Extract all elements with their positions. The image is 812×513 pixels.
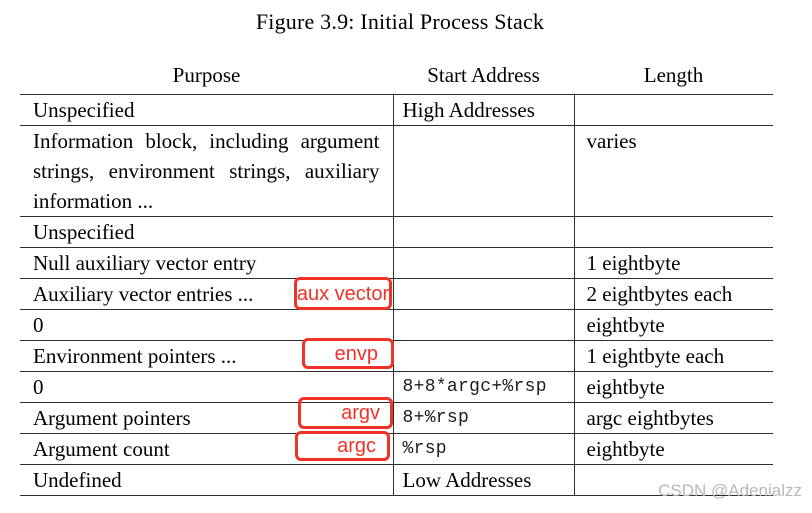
purpose-cell: 0	[20, 309, 394, 341]
length-cell: eightbyte	[574, 433, 773, 465]
start-address-cell: %rsp	[393, 433, 575, 465]
col-header-length: Length	[574, 52, 773, 95]
purpose-cell: Argument pointers	[20, 402, 394, 434]
process-stack-table: Purpose Start Address Length Unspecified…	[20, 52, 773, 496]
start-address-cell: 8+%rsp	[393, 402, 575, 434]
length-cell: argc eightbytes	[574, 402, 773, 434]
start-address-cell: 8+8*argc+%rsp	[393, 371, 575, 403]
annotation-box-aux-vector: aux vector	[294, 277, 392, 310]
annotation-label: argc	[337, 435, 376, 457]
table-row: Null auxiliary vector entry 1 eightbyte	[20, 247, 773, 279]
annotation-box-argc: argc	[295, 431, 390, 461]
purpose-cell: Null auxiliary vector entry	[20, 247, 394, 279]
start-address-cell	[393, 309, 575, 341]
length-cell: varies	[574, 125, 773, 217]
start-address-cell	[393, 125, 575, 217]
purpose-cell: Unspecified	[20, 216, 394, 248]
table-row: Unspecified	[20, 216, 773, 248]
annotation-label: argv	[341, 402, 380, 424]
annotation-label: envp	[334, 342, 378, 365]
start-address-cell	[393, 247, 575, 279]
start-address-cell	[393, 216, 575, 248]
table-row: Auxiliary vector entries ... 2 eightbytes…	[20, 278, 773, 310]
length-cell	[574, 464, 773, 496]
annotation-box-envp: envp	[302, 338, 394, 369]
length-cell: 1 eightbyte	[574, 247, 773, 279]
length-cell: eightbyte	[574, 371, 773, 403]
purpose-cell: Auxiliary vector entries ...	[20, 278, 394, 310]
start-address-cell	[393, 340, 575, 372]
table-row: Environment pointers ...1 eightbyte each	[20, 340, 773, 372]
purpose-cell: Information block, including argu­ment s…	[20, 125, 394, 217]
csdn-watermark: CSDN @Adenialzz	[658, 481, 802, 500]
col-header-purpose: Purpose	[20, 52, 393, 95]
annotation-box-argv: argv	[298, 397, 393, 429]
col-header-start-address: Start Address	[393, 52, 574, 95]
header-row: Purpose Start Address Length	[20, 52, 773, 95]
start-address-cell	[393, 278, 575, 310]
figure-title: Figure 3.9: Initial Process Stack	[255, 9, 545, 34]
length-cell	[574, 94, 773, 126]
purpose-cell: Undefined	[20, 464, 394, 496]
table-row: 0 eightbyte	[20, 309, 773, 341]
length-cell: 1 eightbyte each	[574, 340, 773, 372]
length-cell	[574, 216, 773, 248]
annotation-label: aux vector	[296, 282, 390, 305]
table-row: Information block, including argu­ment s…	[20, 125, 773, 217]
purpose-cell: Unspecified	[20, 94, 394, 126]
purpose-cell: Argument count	[20, 433, 394, 465]
length-cell: eightbyte	[574, 309, 773, 341]
start-address-cell: Low Addresses	[393, 464, 575, 496]
start-address-cell: High Addresses	[393, 94, 575, 126]
length-cell: 2 eightbytes each	[574, 278, 773, 310]
